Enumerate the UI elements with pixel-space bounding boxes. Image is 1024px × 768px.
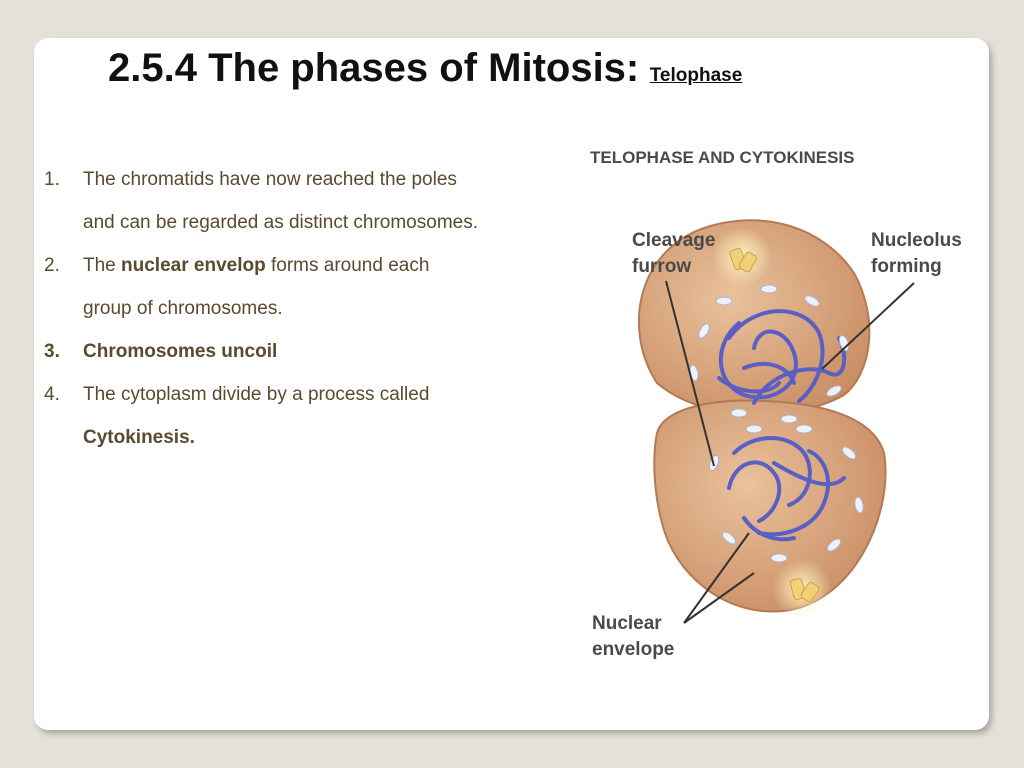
slide-title: 2.5.4 The phases of Mitosis: Telophase (108, 46, 742, 91)
item-number: 2. (44, 255, 60, 276)
list-item: 4. The cytoplasm divide by a process cal… (44, 373, 564, 459)
item-number: 3. (44, 341, 60, 362)
item-text: The (83, 255, 122, 276)
item-number: 4. (44, 384, 60, 405)
label-nucleolus-forming: Nucleolus (871, 230, 962, 251)
centrosome-icon (729, 247, 758, 273)
label-nuclear-envelope: envelope (592, 639, 674, 660)
item-bold-term: nuclear envelop (121, 255, 266, 276)
item-bold-term: Cytokinesis. (83, 427, 195, 448)
figure-heading: TELOPHASE AND CYTOKINESIS (590, 148, 854, 167)
slide: 2.5.4 The phases of Mitosis: Telophase 1… (34, 38, 989, 730)
chromosomes-bottom (727, 436, 846, 542)
list-item: 3. Chromosomes uncoil (44, 330, 564, 373)
label-nucleolus-forming: forming (871, 256, 942, 277)
title-main: 2.5.4 The phases of Mitosis: (108, 46, 640, 90)
item-text: Chromosomes uncoil (83, 341, 278, 362)
list-item: 1. The chromatids have now reached the p… (44, 158, 564, 244)
title-subtitle: Telophase (649, 65, 743, 86)
chromosomes-top (717, 309, 847, 405)
item-text: group of chromosomes. (83, 298, 283, 319)
item-text: forms around each (265, 255, 430, 276)
label-cleavage-furrow: Cleavage (632, 230, 715, 251)
centrosome-icon (789, 577, 820, 603)
daughter-cell-bottom (653, 399, 887, 613)
item-text: The chromatids have now reached the pole… (83, 169, 457, 190)
label-nuclear-envelope: Nuclear (592, 613, 662, 634)
item-number: 1. (44, 169, 60, 190)
label-cleavage-furrow: furrow (632, 256, 691, 277)
list-item: 2. The nuclear envelop forms around each… (44, 244, 564, 330)
bullet-list: 1. The chromatids have now reached the p… (44, 158, 564, 459)
item-text: The cytoplasm divide by a process called (83, 384, 430, 405)
item-text: and can be regarded as distinct chromoso… (83, 212, 478, 233)
telophase-diagram: TELOPHASE AND CYTOKINESIS (590, 148, 962, 660)
leader-lines (665, 280, 915, 624)
